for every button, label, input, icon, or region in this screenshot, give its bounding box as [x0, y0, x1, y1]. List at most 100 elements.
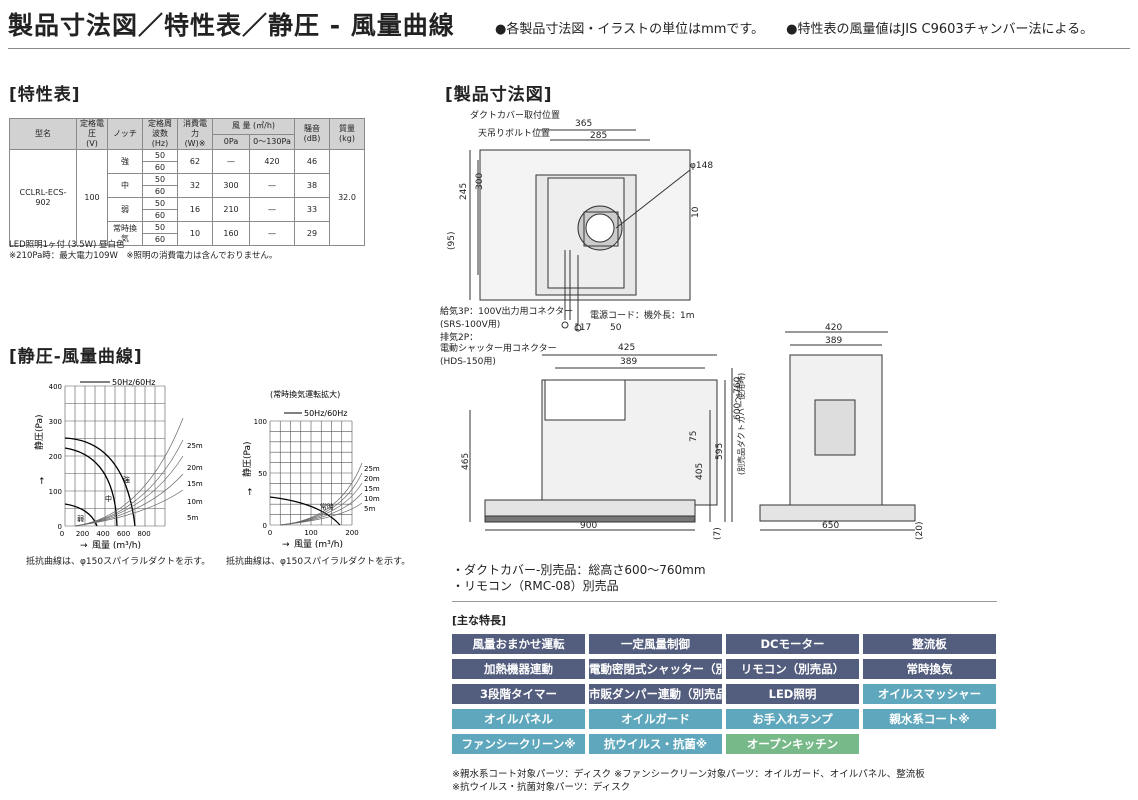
cell-voltage: 100 — [76, 149, 108, 246]
spec-section-title: [特性表] — [9, 85, 81, 105]
graph2-xlabel: 風量 (m³/h) — [294, 539, 343, 550]
y-tick-label: 50 — [258, 470, 267, 478]
curve-strong — [64, 437, 136, 527]
cell-freq: 60 — [142, 185, 178, 198]
svg-text:285: 285 — [590, 131, 607, 141]
graph2-ylabel: 静圧(Pa) — [241, 441, 253, 477]
y-tick-label: 200 — [49, 453, 62, 461]
svg-text:(HDS-150用): (HDS-150用) — [440, 356, 496, 367]
dim-note-remote: ・リモコン（RMC-08）別売品 — [452, 579, 619, 593]
cell-mass: 32.0 — [329, 149, 365, 246]
svg-text:245: 245 — [459, 183, 469, 200]
curve-label-continuous: 常時 — [320, 502, 334, 511]
x-tick-label: 0 — [268, 529, 272, 537]
svg-text:389: 389 — [620, 357, 637, 367]
svg-text:10: 10 — [691, 206, 701, 218]
feature-badge: 整流板 — [863, 634, 996, 654]
cell-freq: 50 — [142, 173, 178, 186]
duct-length-label: 10m — [187, 498, 203, 506]
duct-length-label: 15m — [187, 480, 203, 488]
feature-badge: オイルパネル — [452, 709, 585, 729]
footnote-2: ※抗ウイルス・抗菌対象パーツ：ディスク — [452, 782, 631, 793]
header-divider — [8, 48, 1130, 49]
duct-length-label: 25m — [187, 442, 203, 450]
graph2-x-arrow: → — [282, 540, 290, 550]
graph1-xlabel: 風量 (m³/h) — [92, 540, 141, 551]
cell-power: 16 — [177, 197, 213, 222]
svg-text:給気3P：100V出力用コネクター: 給気3P：100V出力用コネクター — [440, 305, 573, 317]
svg-text:600〜760: 600〜760 — [733, 376, 743, 420]
cell-freq: 50 — [142, 197, 178, 210]
svg-text:650: 650 — [822, 521, 839, 531]
curve-label-mid: 中 — [105, 494, 112, 503]
svg-text:(95): (95) — [447, 232, 457, 250]
features-divider — [452, 601, 997, 602]
feature-badge: 親水系コート※ — [863, 709, 996, 729]
x-tick-label: 200 — [76, 530, 89, 538]
cell-freq: 60 — [142, 209, 178, 222]
features-title: [主な特長] — [452, 614, 507, 627]
cell-noise: 46 — [294, 149, 330, 174]
svg-text:電源コード：機外長：1m: 電源コード：機外長：1m — [590, 309, 695, 321]
dim-note-duct: ・ダクトカバー-別売品：総高さ600〜760mm — [452, 563, 706, 577]
duct-length-label: 15m — [364, 485, 380, 493]
graph1-caption: 抵抗曲線は、φ150スパイラルダクトを示す。 — [26, 557, 211, 567]
svg-text:300: 300 — [475, 173, 485, 190]
feature-badge: 抗ウイルス・抗菌※ — [589, 734, 722, 754]
curve-weak — [64, 503, 98, 527]
table-row: 60 — [10, 233, 365, 246]
th-model: 型名 — [9, 118, 77, 150]
cell-airflow-130pa: — — [249, 197, 295, 222]
feature-badge: ファンシークリーン※ — [452, 734, 585, 754]
front-view-labels: 425 389 75 405 595 465 600〜760 (別売品ダクトカバ… — [461, 343, 746, 540]
curve-mid — [64, 447, 118, 527]
feature-badge: オイルスマッシャー — [863, 684, 996, 704]
curve-continuous — [269, 496, 341, 526]
spec-note-power: ※210Pa時：最大電力109W ※照明の消費電力は含んでおりません。 — [9, 251, 278, 261]
x-tick-label: 400 — [96, 530, 109, 538]
duct-length-label: 10m — [364, 495, 380, 503]
curve-section-title: [静圧-風量曲線] — [9, 347, 143, 367]
svg-text:595: 595 — [715, 443, 725, 460]
svg-text:425: 425 — [618, 343, 635, 353]
front-view — [469, 354, 733, 531]
th-airflow-0pa: 0Pa — [212, 133, 250, 150]
top-view — [469, 129, 691, 332]
spec-table: 型名 定格電圧(V) ノッチ 定格周波数(Hz) 消費電力(W)※ 風 量 (㎥… — [9, 118, 365, 246]
graph2-title: (常時換気運転拡大) — [270, 389, 340, 399]
svg-text:(7): (7) — [713, 527, 723, 540]
y-tick-label: 100 — [254, 418, 267, 426]
curve-label-strong: 強 — [123, 476, 130, 484]
cell-noise: 38 — [294, 173, 330, 198]
graph1-legend: 50Hz/60Hz — [112, 378, 155, 387]
th-noise: 騒音(dB) — [294, 118, 330, 150]
feature-badge: 市販ダンパー連動（別売品） — [589, 684, 722, 704]
duct-length-label: 5m — [187, 514, 198, 522]
cell-airflow-0pa: 210 — [212, 197, 250, 222]
svg-text:405: 405 — [695, 463, 705, 480]
graph1-y-arrow: ↑ — [38, 477, 46, 487]
y-tick-label: 300 — [49, 418, 62, 426]
feature-badge: DCモーター — [726, 634, 859, 654]
duct-length-label: 20m — [187, 464, 203, 472]
side-view-labels: 420 389 650 (20) — [822, 323, 925, 540]
graph1-x-arrow: → — [80, 541, 88, 551]
th-freq: 定格周波数(Hz) — [142, 118, 178, 150]
svg-text:117: 117 — [574, 323, 591, 333]
svg-text:天吊りボルト位置: 天吊りボルト位置 — [478, 127, 550, 139]
svg-text:(SRS-100V用): (SRS-100V用) — [440, 319, 500, 330]
th-airflow: 風 量 (㎥/h) — [212, 118, 295, 135]
svg-text:φ148: φ148 — [690, 161, 713, 171]
feature-badge: オープンキッチン — [726, 734, 859, 754]
cell-freq: 60 — [142, 161, 178, 174]
cell-airflow-130pa: — — [249, 221, 295, 246]
cell-freq: 60 — [142, 233, 178, 246]
